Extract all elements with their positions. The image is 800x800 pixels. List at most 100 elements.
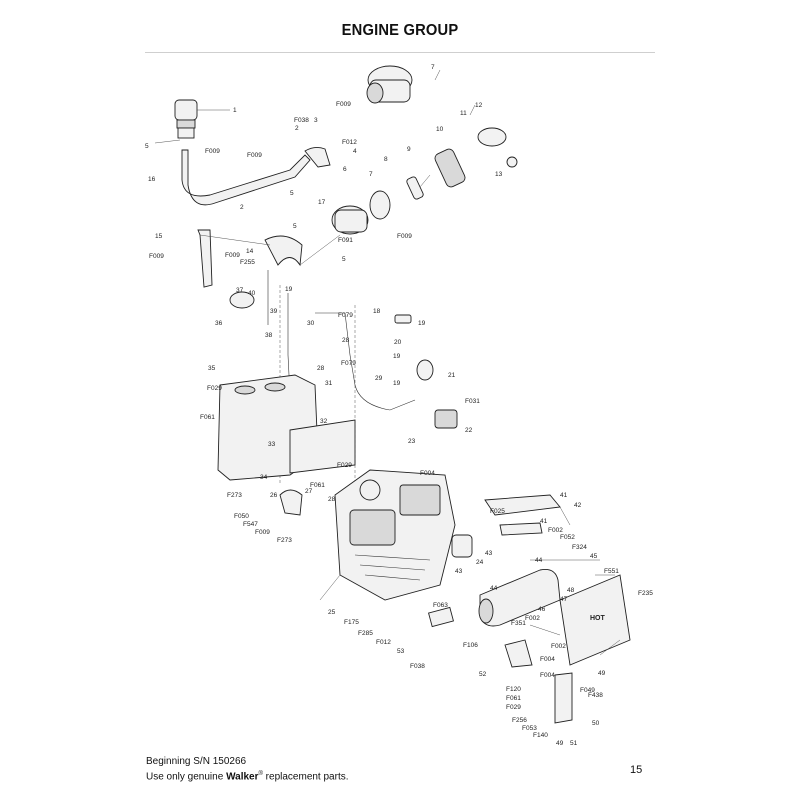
callout: F004 (540, 656, 555, 663)
callout: F140 (533, 732, 548, 739)
callout: F235 (638, 590, 653, 597)
callout: 20 (394, 339, 402, 346)
bracket-27 (279, 489, 303, 516)
callout: F061 (506, 695, 521, 702)
callout: F029 (337, 462, 352, 469)
callout: F351 (511, 620, 526, 627)
callout: F106 (463, 642, 478, 649)
callout: F324 (572, 544, 587, 551)
elbow-14 (264, 235, 303, 267)
callout: 21 (448, 372, 456, 379)
note-prefix: Use only genuine (146, 771, 227, 783)
callout: F049 (580, 687, 595, 694)
callout: F079 (341, 360, 356, 367)
exhaust-bracket (504, 639, 533, 668)
oil-filter (451, 534, 473, 558)
filler-cap (174, 99, 198, 139)
callout: 14 (246, 248, 254, 255)
callout: F256 (512, 717, 527, 724)
callout: F012 (342, 139, 357, 146)
callout: F053 (522, 725, 537, 732)
callout: F063 (433, 602, 448, 609)
callout: 34 (260, 474, 268, 481)
callout: 7 (431, 64, 435, 71)
callout: F547 (243, 521, 258, 528)
page-number: 15 (630, 764, 643, 776)
callout: 19 (418, 320, 426, 327)
callout: F061 (200, 414, 215, 421)
callout: F052 (560, 534, 575, 541)
elbow-4 (304, 146, 331, 168)
callout: 38 (265, 332, 273, 339)
callout: 5 (290, 190, 294, 197)
callout: F285 (358, 630, 373, 637)
tank-bracket (197, 229, 213, 288)
callout: 10 (436, 126, 444, 133)
callout: F009 (336, 101, 351, 108)
callout: 43 (485, 550, 493, 557)
clamp-band (369, 190, 391, 220)
callout: 36 (215, 320, 223, 327)
callout: 8 (384, 156, 388, 163)
callout: 39 (270, 308, 278, 315)
support-50 (554, 672, 573, 724)
callout: F009 (205, 148, 220, 155)
callout: 41 (560, 492, 568, 499)
callout: F004 (420, 470, 435, 477)
bracket-53 (428, 606, 454, 628)
callout: 44 (535, 557, 543, 564)
callout: F120 (506, 686, 521, 693)
callout: 37 (236, 287, 244, 294)
footer-notice: Beginning S/N 150266 Use only genuine Wa… (146, 756, 349, 783)
air-cleaner-lower (331, 205, 369, 235)
callout: 46 (538, 606, 546, 613)
callout: 28 (328, 496, 336, 503)
callout: 40 (248, 290, 256, 297)
callout: F002 (525, 615, 540, 622)
callout: 28 (317, 365, 325, 372)
fuel-line-29 (315, 312, 416, 411)
callout: F029 (506, 704, 521, 711)
callout: F009 (149, 253, 164, 260)
callout: F029 (207, 385, 222, 392)
fuel-filter (416, 359, 434, 381)
callout: F079 (338, 312, 353, 319)
registered-mark: ® (258, 771, 263, 777)
callout: 6 (343, 166, 347, 173)
header-divider (145, 52, 655, 53)
callout: F551 (604, 568, 619, 575)
callout: 3 (314, 117, 318, 124)
callout: F175 (344, 619, 359, 626)
callout: 13 (495, 171, 503, 178)
callout: 41 (540, 518, 548, 525)
callout: F038 (410, 663, 425, 670)
callout: 42 (574, 502, 582, 509)
callout: 28 (342, 337, 350, 344)
brand-name: Walker (226, 771, 259, 783)
serial-number-note: Beginning S/N 150266 (146, 756, 247, 767)
callout: 53 (397, 648, 405, 655)
callout: F009 (225, 252, 240, 259)
callout: F002 (548, 527, 563, 534)
callout: 16 (148, 176, 156, 183)
callout: 2 (295, 125, 299, 132)
callout: 17 (318, 199, 326, 206)
callout: F009 (247, 152, 262, 159)
callout: 47 (560, 596, 568, 603)
callout: F031 (465, 398, 480, 405)
engine-block (334, 469, 456, 601)
callout: 52 (479, 671, 487, 678)
callout: F025 (490, 508, 505, 515)
callout: 51 (570, 740, 578, 747)
callout: 19 (393, 353, 401, 360)
filter-element (434, 148, 466, 188)
callout: F012 (376, 639, 391, 646)
cover-nut (506, 156, 518, 168)
callout: F273 (227, 492, 242, 499)
inner-element (406, 176, 424, 200)
callout: 44 (490, 585, 498, 592)
callout: 23 (408, 438, 416, 445)
callout: F050 (234, 513, 249, 520)
callout: 4 (353, 148, 357, 155)
